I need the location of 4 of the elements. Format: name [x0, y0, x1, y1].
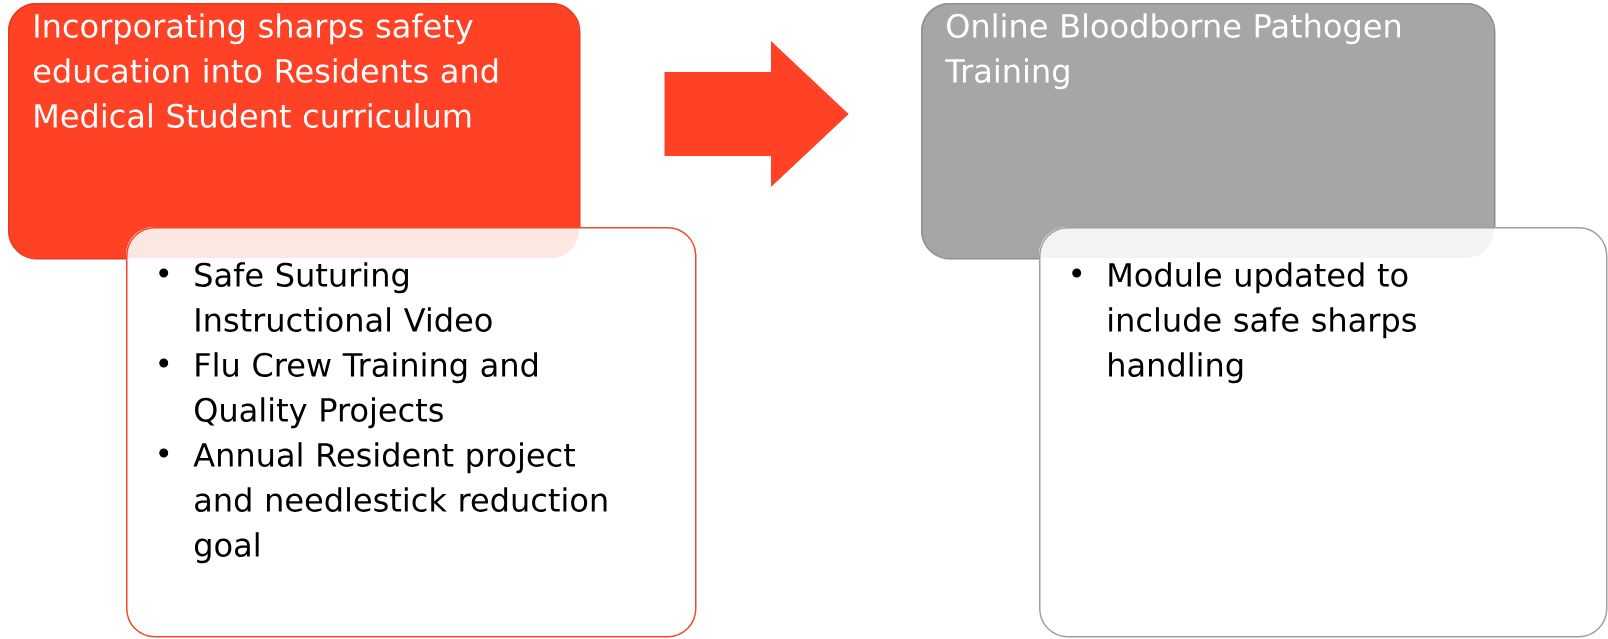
bullet-list-box: Safe Suturing Instructional Video Flu Crew Training and Quality Projects Annual Resident project and needlestick reduction goal	[126, 227, 697, 638]
bullet-list-box: Module updated to include safe sharps handling	[1039, 227, 1608, 638]
heading-box: Online Bloodborne Pathogen Training	[921, 3, 1496, 260]
heading-box: Incorporating sharps safety education into Residents and Medical Student curriculum	[8, 3, 581, 260]
